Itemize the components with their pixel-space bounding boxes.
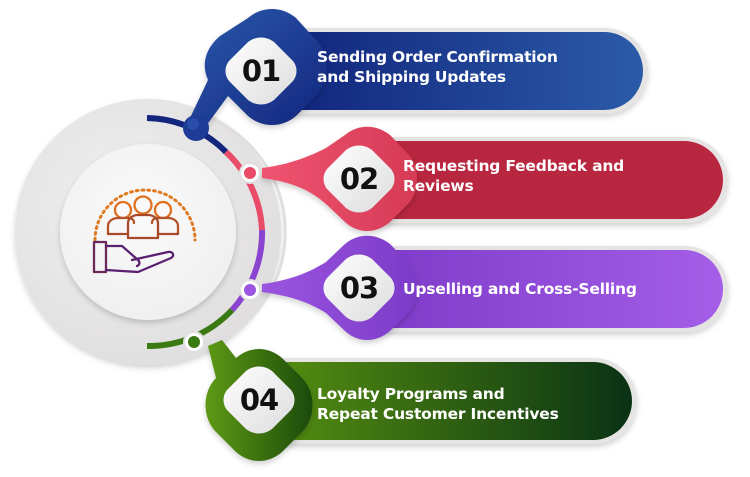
ring-segment-03 <box>229 229 266 313</box>
node-03 <box>239 279 261 301</box>
step-02-line2: Reviews <box>403 177 474 195</box>
step-03-label: Upselling and Cross-Selling <box>403 279 637 299</box>
center-disc <box>15 99 281 365</box>
hand-holding-people-icon <box>92 188 197 274</box>
badge-03 <box>323 254 395 322</box>
step-04-number: 04 <box>239 383 279 417</box>
step-01-card <box>240 28 648 114</box>
step-03-line1: Upselling and Cross-Selling <box>403 280 637 298</box>
node-02 <box>239 162 261 184</box>
step-02-card <box>340 137 728 223</box>
ring-rim <box>209 116 287 348</box>
step-02-line1: Requesting Feedback and <box>403 157 625 175</box>
step-02-number: 02 <box>339 162 379 196</box>
step-04-line2: Repeat Customer Incentives <box>317 405 559 423</box>
step-04-card <box>245 358 637 444</box>
step-03-number: 03 <box>339 271 379 305</box>
ring-segment-02 <box>223 149 265 231</box>
step-01-label: Sending Order Confirmation and Shipping … <box>317 47 558 87</box>
step-04-line1: Loyalty Programs and <box>317 385 505 403</box>
step-01-number: 01 <box>241 54 281 88</box>
badge-01 <box>225 37 297 105</box>
step-03-card <box>340 246 728 332</box>
badge-02 <box>323 145 395 213</box>
step-04-label: Loyalty Programs and Repeat Customer Inc… <box>317 384 559 424</box>
step-01-line2: and Shipping Updates <box>317 68 506 86</box>
badge-04 <box>223 366 295 434</box>
step-01-line1: Sending Order Confirmation <box>317 48 558 66</box>
node-01 <box>183 115 209 141</box>
step-02-label: Requesting Feedback and Reviews <box>403 156 624 196</box>
node-04 <box>183 331 205 353</box>
